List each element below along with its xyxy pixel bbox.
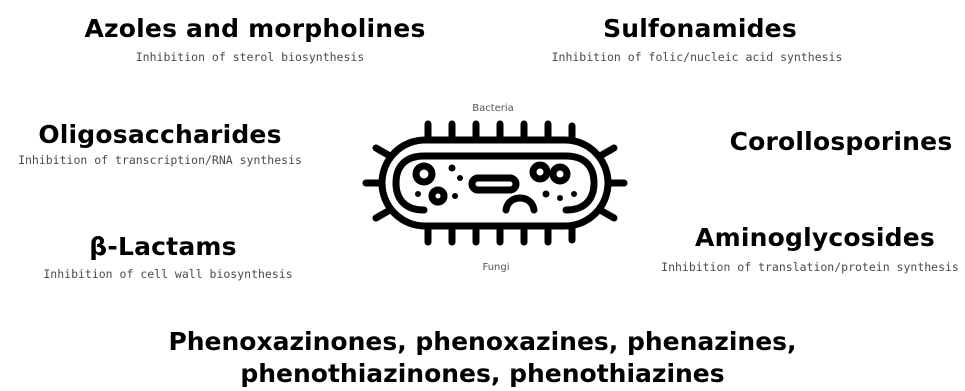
sulfonamides-title: Sulfonamides bbox=[603, 14, 797, 43]
bacteria-icon bbox=[360, 112, 630, 252]
bottom-text-line2: phenothiazinones, phenothiazines bbox=[0, 357, 965, 391]
azoles-description: Inhibition of sterol biosynthesis bbox=[136, 50, 364, 64]
aminoglycosides-description: Inhibition of translation/protein synthe… bbox=[661, 260, 959, 274]
sulfonamides-description: Inhibition of folic/nucleic acid synthes… bbox=[552, 50, 843, 64]
corollosporines-title: Corollosporines bbox=[730, 127, 953, 156]
oligosaccharides-description: Inhibition of transcription/RNA synthesi… bbox=[18, 153, 302, 167]
aminoglycosides-title: Aminoglycosides bbox=[695, 223, 935, 252]
bottom-text-line1: Phenoxazinones, phenoxazines, phenazines… bbox=[0, 325, 965, 359]
oligosaccharides-title: Oligosaccharides bbox=[38, 120, 281, 149]
beta-lactams-title: β-Lactams bbox=[89, 232, 236, 261]
fungi-label: Fungi bbox=[482, 262, 509, 273]
beta-lactams-description: Inhibition of cell wall biosynthesis bbox=[43, 267, 292, 281]
azoles-title: Azoles and morpholines bbox=[84, 14, 425, 43]
